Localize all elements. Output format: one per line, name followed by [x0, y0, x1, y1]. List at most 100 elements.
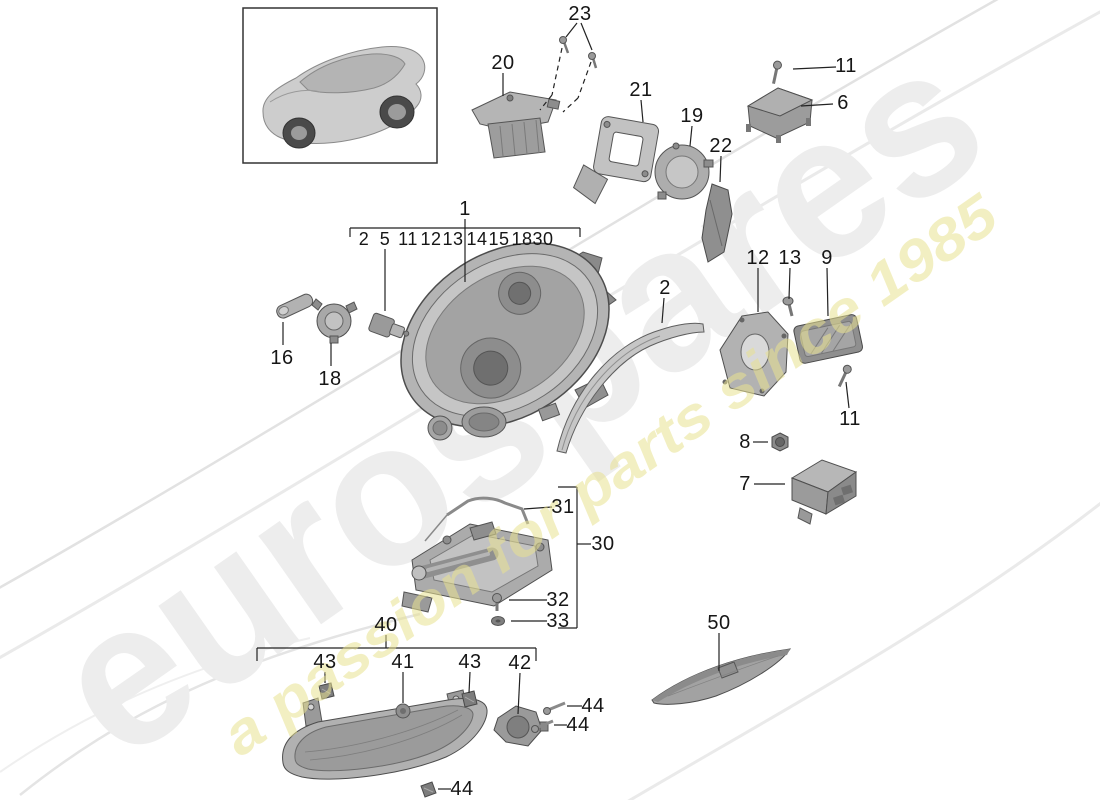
part-callout-44[interactable]: 44	[581, 695, 605, 717]
part-callout-18[interactable]: 18	[511, 229, 533, 249]
part-44-clip-bottom	[420, 781, 437, 798]
part-21-frame	[572, 116, 660, 205]
part-2-trim-arc	[556, 322, 705, 454]
part-40-drl-lamp	[282, 689, 488, 780]
car-front-rim	[291, 126, 307, 140]
leader-line	[517, 672, 521, 715]
part-callout-44[interactable]: 44	[566, 714, 590, 736]
leader-line-dashed	[562, 97, 579, 113]
leader-line	[580, 22, 593, 51]
part-callout-50[interactable]: 50	[707, 612, 731, 634]
part-19-motor	[654, 142, 714, 200]
part-callout-30[interactable]: 30	[532, 229, 554, 249]
vehicle-illustration	[262, 46, 426, 149]
part-callout-6[interactable]: 6	[837, 92, 849, 114]
car-rear-rim	[388, 104, 406, 120]
part-43-clip-left	[318, 682, 335, 700]
part-33-grommet	[491, 616, 505, 626]
leader-line	[468, 671, 471, 694]
leader-line	[640, 99, 644, 123]
car-greenhouse	[299, 53, 406, 94]
part-callout-43[interactable]: 43	[458, 651, 482, 673]
part-9-module	[793, 314, 864, 364]
part-callout-42[interactable]: 42	[508, 652, 532, 674]
car-hood-line	[269, 89, 321, 103]
part-12-mount-plate	[719, 311, 789, 397]
leader-line	[523, 506, 553, 510]
swoosh-curve	[627, 501, 1100, 800]
part-callout-23[interactable]: 23	[568, 3, 592, 25]
swoosh-curve	[19, 612, 421, 796]
part-20-bracket	[471, 91, 561, 159]
part-callout-43[interactable]: 43	[313, 651, 337, 673]
leader-line	[661, 297, 665, 324]
swoosh-curve	[0, 637, 311, 773]
part-callout-11[interactable]: 11	[835, 55, 857, 77]
part-callout-12[interactable]: 12	[420, 229, 442, 249]
part-callout-16[interactable]: 16	[270, 347, 294, 369]
part-11-screw-top	[772, 60, 782, 85]
leader-line-dashed	[551, 47, 563, 96]
leader-line	[719, 155, 722, 183]
part-6-control-module	[746, 87, 814, 143]
part-callout-2[interactable]: 2	[358, 229, 370, 249]
part-callout-11[interactable]: 11	[398, 229, 418, 249]
part-callout-15[interactable]: 15	[488, 229, 510, 249]
part-callout-13[interactable]: 13	[778, 247, 802, 269]
part-30-carrier	[401, 521, 553, 613]
part-callout-21[interactable]: 21	[629, 79, 653, 101]
part-callout-2[interactable]: 2	[659, 277, 671, 299]
leader-line	[792, 66, 837, 70]
part-callout-8[interactable]: 8	[739, 431, 751, 453]
part-callout-9[interactable]: 9	[821, 247, 833, 269]
leader-lines-layer	[256, 22, 850, 790]
part-callout-31[interactable]: 31	[551, 496, 575, 518]
part-callout-1[interactable]: 1	[459, 198, 471, 220]
leader-line	[788, 267, 791, 300]
part-41-grommet	[395, 703, 411, 719]
part-7-relay	[790, 459, 858, 525]
leader-line-dashed	[539, 94, 553, 111]
part-44-screw-top	[543, 701, 566, 715]
part-32-screw	[492, 593, 502, 611]
part-42-foglamp	[493, 705, 549, 747]
part-callout-14[interactable]: 14	[466, 229, 488, 249]
leader-line	[800, 103, 834, 107]
part-callout-5[interactable]: 5	[379, 229, 391, 249]
part-23-screws	[559, 36, 598, 69]
part-50-side-marker	[651, 648, 792, 705]
part-11-screw-right	[837, 364, 852, 388]
part-callout-7[interactable]: 7	[739, 473, 751, 495]
vehicle-thumbnail-box	[242, 7, 438, 164]
part-16-bulb	[276, 293, 314, 319]
part-callout-18[interactable]: 18	[318, 368, 342, 390]
leader-line-dashed	[577, 61, 592, 99]
part-callout-33[interactable]: 33	[546, 610, 570, 632]
part-callout-22[interactable]: 22	[709, 135, 733, 157]
part-callout-32[interactable]: 32	[546, 589, 570, 611]
part-callout-44[interactable]: 44	[450, 778, 474, 800]
leader-line	[565, 22, 578, 38]
part-callout-20[interactable]: 20	[491, 52, 515, 74]
part-14-cap	[461, 406, 507, 438]
part-13-screw	[782, 296, 794, 317]
part-callout-40[interactable]: 40	[374, 614, 398, 636]
part-callout-19[interactable]: 19	[680, 105, 704, 127]
leader-line	[689, 125, 693, 147]
part-43-clip-right	[461, 690, 478, 708]
part-44-screw-bottom	[531, 719, 554, 733]
leader-line	[826, 267, 829, 317]
part-callout-12[interactable]: 12	[746, 247, 770, 269]
part-15-cap	[427, 415, 453, 441]
part-callout-41[interactable]: 41	[391, 651, 415, 673]
part-callout-13[interactable]: 13	[442, 229, 464, 249]
part-5-bulb	[368, 312, 410, 339]
part-18-bulb-holder	[311, 298, 358, 344]
part-22-bracket	[701, 183, 733, 263]
part-31-rod	[424, 496, 530, 542]
part-callout-11[interactable]: 11	[839, 408, 861, 430]
part-1-headlight	[400, 242, 617, 428]
part-callout-30[interactable]: 30	[591, 533, 615, 555]
